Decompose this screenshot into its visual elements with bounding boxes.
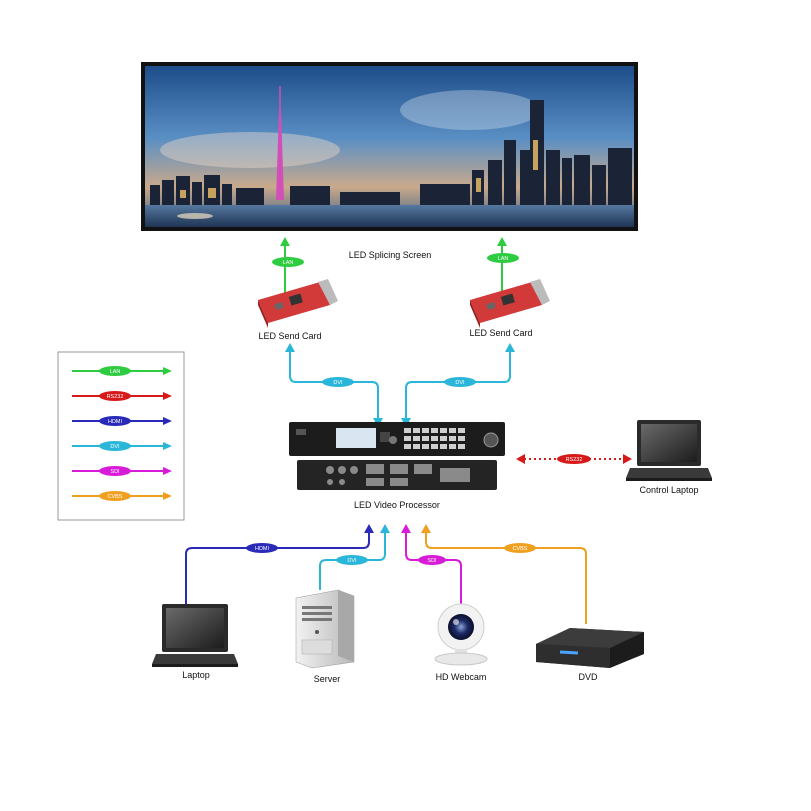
cable-label: RS232	[566, 457, 583, 463]
legend-label: RS232	[107, 394, 124, 400]
cable-label: DVI	[347, 558, 357, 564]
lan-connection-left: LAN	[272, 237, 304, 297]
hd-webcam-label: HD Webcam	[436, 672, 487, 682]
legend-label: SDI	[110, 469, 120, 475]
cable-label: CVBS	[513, 546, 528, 552]
cvbs-input: CVBS	[421, 524, 587, 624]
dvi-output-right: DVI	[401, 343, 515, 427]
send-card-label-right: LED Send Card	[469, 328, 532, 338]
legend-arrow	[163, 467, 172, 475]
legend-item: RS232	[72, 391, 172, 401]
led-video-processor	[289, 422, 505, 490]
legend-pill	[99, 441, 131, 451]
legend-label: CVBS	[108, 494, 123, 500]
rs232-connection: RS232	[516, 454, 632, 464]
legend-label: LAN	[110, 369, 121, 375]
server	[295, 589, 355, 669]
cable-label: HDMI	[255, 546, 270, 552]
processor-label: LED Video Processor	[354, 500, 440, 510]
led-splicing-screen	[141, 62, 638, 231]
legend-arrow	[163, 367, 172, 375]
legend-item: HDMI	[72, 416, 172, 426]
legend-label: HDMI	[108, 419, 123, 425]
legend-pill	[99, 391, 131, 401]
laptop-label: Laptop	[182, 670, 210, 680]
sdi-input: SDI	[401, 524, 462, 604]
legend-arrow	[163, 417, 172, 425]
cable-label: LAN	[283, 260, 294, 266]
legend-pill	[99, 466, 131, 476]
cable-label: LAN	[498, 256, 509, 262]
dvi-input: DVI	[319, 524, 390, 590]
legend-label: DVI	[110, 444, 120, 450]
cable-label: DVI	[333, 380, 343, 386]
legend-item: SDI	[72, 466, 172, 476]
dvd-player	[536, 628, 644, 668]
control-laptop-label: Control Laptop	[639, 485, 698, 495]
send-card-label-left: LED Send Card	[258, 331, 321, 341]
legend-pill	[99, 416, 131, 426]
legend-arrow	[163, 392, 172, 400]
screen-label: LED Splicing Screen	[349, 250, 432, 260]
dvd-label: DVD	[578, 672, 598, 682]
laptop	[152, 604, 238, 667]
cable-label: DVI	[455, 380, 465, 386]
server-label: Server	[314, 674, 341, 684]
legend-item: CVBS	[72, 491, 172, 501]
legend-item: LAN	[72, 366, 172, 376]
dvi-output-left: DVI	[285, 343, 383, 427]
legend-arrow	[163, 492, 172, 500]
legend-arrow	[163, 442, 172, 450]
send-card-right	[470, 279, 550, 328]
legend-pill	[99, 366, 131, 376]
control-laptop	[626, 420, 712, 481]
lan-connection-right: LAN	[487, 237, 519, 297]
hdmi-input: HDMI	[185, 524, 374, 606]
send-card-left	[258, 279, 338, 328]
hd-webcam	[434, 603, 488, 666]
legend-item: DVI	[72, 441, 172, 451]
legend-pill	[99, 491, 131, 501]
cable-label: SDI	[427, 558, 437, 564]
